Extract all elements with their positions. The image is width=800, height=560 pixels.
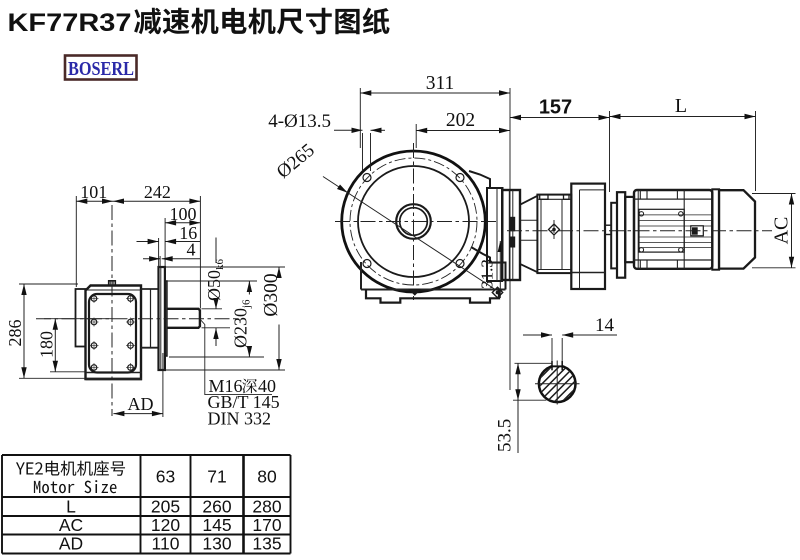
svg-text:135: 135 — [252, 534, 281, 554]
svg-text:AC: AC — [771, 217, 793, 245]
svg-text:280: 280 — [252, 497, 281, 517]
svg-text:110: 110 — [152, 534, 180, 554]
svg-text:L: L — [675, 95, 687, 117]
svg-text:311: 311 — [426, 73, 455, 94]
svg-text:145: 145 — [202, 515, 231, 535]
svg-text:157: 157 — [539, 97, 572, 119]
svg-text:Ø230j6: Ø230j6 — [231, 299, 253, 348]
svg-text:286: 286 — [5, 320, 25, 347]
svg-text:120: 120 — [151, 515, 180, 535]
svg-text:205: 205 — [151, 497, 180, 517]
svg-text:63: 63 — [156, 467, 175, 487]
svg-text:242: 242 — [144, 182, 171, 202]
svg-text:71: 71 — [207, 467, 226, 487]
svg-text:202: 202 — [446, 110, 475, 131]
svg-text:GB/T 145: GB/T 145 — [208, 392, 280, 412]
svg-text:53.5: 53.5 — [495, 419, 516, 452]
svg-text:KF77R37: KF77R37 — [8, 9, 132, 37]
svg-text:100: 100 — [170, 204, 197, 224]
svg-text:AC: AC — [59, 515, 83, 535]
svg-text:260: 260 — [202, 497, 231, 517]
svg-text:40: 40 — [258, 376, 276, 396]
svg-text:DIN 332: DIN 332 — [208, 409, 272, 429]
svg-text:AD: AD — [59, 534, 83, 554]
svg-text:80: 80 — [257, 467, 277, 487]
svg-text:M16: M16 — [209, 376, 243, 396]
svg-text:AD: AD — [128, 394, 154, 414]
svg-text:130: 130 — [202, 534, 231, 554]
svg-text:170: 170 — [252, 515, 281, 535]
svg-text:Ø300: Ø300 — [261, 273, 282, 316]
svg-text:101: 101 — [80, 182, 107, 202]
svg-text:180: 180 — [37, 331, 57, 358]
svg-text:4-Ø13.5: 4-Ø13.5 — [268, 111, 331, 132]
svg-text:L: L — [66, 497, 76, 517]
svg-text:16: 16 — [179, 223, 197, 243]
svg-text:4: 4 — [187, 239, 196, 259]
svg-text:BOSERL: BOSERL — [68, 59, 134, 80]
svg-text:14: 14 — [595, 315, 615, 336]
